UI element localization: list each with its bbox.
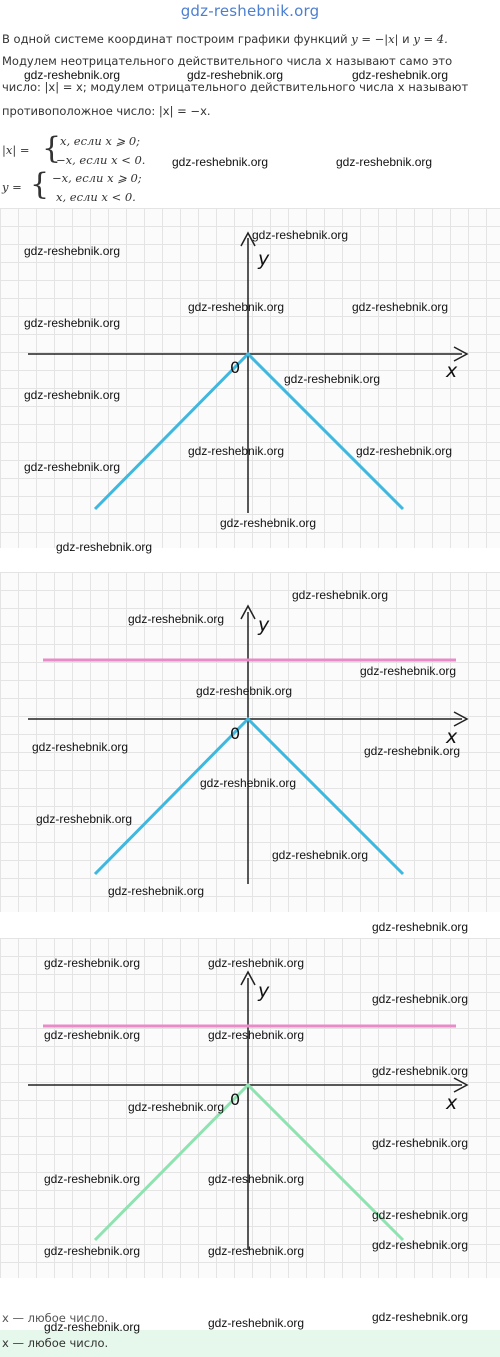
y-axis-arrow-icon: [240, 231, 256, 247]
graph-1: y x 0: [0, 208, 500, 548]
graph-neg-abs-line: [93, 716, 405, 876]
watermark: gdz-reshebnik.org: [24, 68, 121, 82]
y-definition-lhs: y =: [2, 180, 22, 194]
watermark: gdz-reshebnik.org: [24, 316, 121, 330]
watermark: gdz-reshebnik.org: [128, 612, 225, 626]
y-axis-label: y: [258, 614, 270, 636]
watermark: gdz-reshebnik.org: [208, 1244, 305, 1258]
watermark: gdz-reshebnik.org: [36, 812, 133, 826]
watermark: gdz-reshebnik.org: [364, 744, 461, 758]
watermark: gdz-reshebnik.org: [44, 956, 141, 970]
watermark: gdz-reshebnik.org: [32, 740, 129, 754]
watermark: gdz-reshebnik.org: [208, 1172, 305, 1186]
answer-behind: x — любое число.: [2, 1311, 109, 1325]
watermark: gdz-reshebnik.org: [208, 1316, 305, 1330]
x-axis-label: x: [446, 360, 458, 382]
watermark: gdz-reshebnik.org: [372, 920, 469, 934]
watermark: gdz-reshebnik.org: [372, 1310, 469, 1324]
line1-function-2: y = 4.: [413, 32, 448, 46]
graph-2: y x 0: [0, 572, 500, 912]
watermark: gdz-reshebnik.org: [172, 155, 269, 169]
watermark: gdz-reshebnik.org: [108, 884, 205, 898]
x-axis-label: x: [446, 726, 458, 748]
y-case-1: −x, если x ⩾ 0;: [52, 171, 142, 185]
graph-neg-abs-line-solution: [93, 1082, 405, 1242]
watermark: gdz-reshebnik.org: [44, 1028, 141, 1042]
answer-text: x — любое число.: [2, 1336, 108, 1350]
watermark: gdz-reshebnik.org: [356, 444, 453, 458]
watermark: gdz-reshebnik.org: [208, 1028, 305, 1042]
watermark: gdz-reshebnik.org: [44, 1320, 141, 1334]
origin-label: 0: [230, 724, 241, 743]
line1-and: и: [398, 32, 414, 46]
site-title: gdz-reshebnik.org: [180, 2, 320, 20]
watermark: gdz-reshebnik.org: [208, 956, 305, 970]
watermark: gdz-reshebnik.org: [24, 388, 121, 402]
x-axis-arrow-icon: [453, 711, 469, 727]
watermark: gdz-reshebnik.org: [220, 516, 317, 530]
abs-case-1: x, если x ⩾ 0;: [60, 134, 141, 148]
watermark: gdz-reshebnik.org: [372, 1238, 469, 1252]
line1-prefix: В одной системе координат построим графи…: [2, 32, 352, 46]
watermark: gdz-reshebnik.org: [187, 68, 284, 82]
text-line-1: В одной системе координат построим графи…: [2, 32, 448, 46]
watermark: gdz-reshebnik.org: [292, 588, 389, 602]
brace-icon: {: [30, 167, 50, 202]
abs-definition-lhs: |x| =: [2, 143, 30, 157]
watermark: gdz-reshebnik.org: [360, 664, 457, 678]
graph-neg-abs-line: [93, 351, 405, 511]
y-axis-arrow-icon: [240, 604, 256, 620]
y-axis-label: y: [258, 980, 270, 1002]
watermark: gdz-reshebnik.org: [372, 1064, 469, 1078]
watermark: gdz-reshebnik.org: [200, 776, 297, 790]
watermark: gdz-reshebnik.org: [188, 444, 285, 458]
watermark: gdz-reshebnik.org: [56, 540, 153, 554]
text-line-3: число: |x| = x; модулем отрицательного д…: [2, 80, 469, 94]
watermark: gdz-reshebnik.org: [372, 1208, 469, 1222]
watermark: gdz-reshebnik.org: [352, 300, 449, 314]
watermark: gdz-reshebnik.org: [336, 155, 433, 169]
y-case-2: x, если x < 0.: [56, 190, 136, 204]
abs-case-2: −x, если x < 0.: [56, 153, 146, 167]
answer-text-shadow: x — любое число.: [2, 1311, 108, 1325]
brace-icon: {: [42, 131, 62, 166]
graph-3-svg: [28, 970, 469, 1250]
watermark: gdz-reshebnik.org: [24, 460, 121, 474]
answer-box: [0, 1330, 500, 1357]
watermark: gdz-reshebnik.org: [372, 992, 469, 1006]
watermark: gdz-reshebnik.org: [24, 244, 121, 258]
x-axis-arrow-icon: [453, 346, 469, 362]
watermark: gdz-reshebnik.org: [44, 1172, 141, 1186]
watermark: gdz-reshebnik.org: [44, 1244, 141, 1258]
text-line-4: противоположное число: |x| = −x.: [2, 104, 211, 118]
graph-1-svg: [28, 231, 469, 513]
watermark: gdz-reshebnik.org: [252, 228, 349, 242]
watermark: gdz-reshebnik.org: [284, 372, 381, 386]
watermark: gdz-reshebnik.org: [272, 848, 369, 862]
graph-3: y x 0: [0, 938, 500, 1278]
answer-main: x — любое число.: [2, 1336, 109, 1350]
x-axis-arrow-icon: [453, 1077, 469, 1093]
graph-2-svg: [28, 604, 469, 884]
watermark: gdz-reshebnik.org: [128, 1100, 225, 1114]
origin-label: 0: [230, 358, 241, 377]
y-axis-label: y: [258, 248, 270, 270]
watermark: gdz-reshebnik.org: [352, 68, 449, 82]
watermark: gdz-reshebnik.org: [188, 300, 285, 314]
origin-label: 0: [230, 1090, 241, 1109]
text-line-2: Модулем неотрицательного действительного…: [2, 54, 453, 68]
watermark: gdz-reshebnik.org: [372, 1136, 469, 1150]
watermark: gdz-reshebnik.org: [196, 684, 293, 698]
x-axis-label: x: [446, 1092, 458, 1114]
y-axis-arrow-icon: [240, 970, 256, 986]
line1-function-1: y = −|x|: [351, 32, 399, 46]
